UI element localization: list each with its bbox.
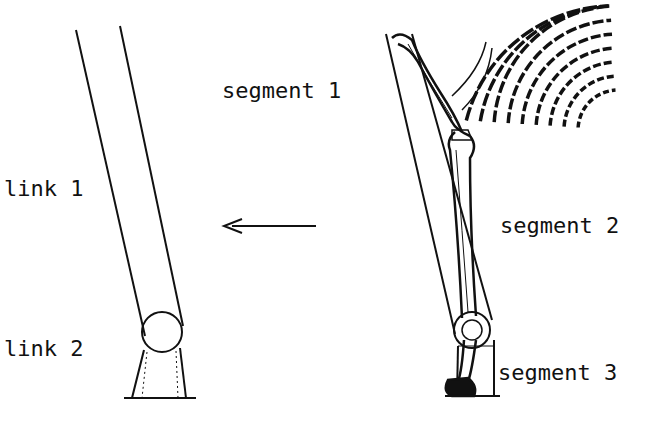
link-outline	[76, 30, 145, 336]
leg-skeleton	[392, 34, 492, 396]
link-outline	[120, 26, 183, 326]
fiber-stroke	[536, 48, 613, 125]
arrow	[232, 225, 316, 227]
link-outline	[386, 34, 455, 334]
joint-circle	[142, 312, 182, 352]
arrowhead	[224, 219, 242, 233]
link-outline	[412, 34, 492, 320]
segment-label: segment 2	[500, 215, 619, 237]
segment-label: segment 1	[222, 80, 341, 102]
ground-line	[124, 397, 196, 399]
link-outline	[132, 350, 144, 398]
muscle-fibers	[466, 6, 615, 128]
link-outline	[180, 348, 186, 398]
fiber-stroke	[550, 62, 614, 126]
link-outline	[493, 340, 495, 396]
fiber-stroke	[494, 6, 610, 122]
segment-label: segment 3	[498, 362, 617, 384]
link-label: link 2	[4, 338, 83, 360]
fiber-stroke	[578, 90, 615, 127]
link-label: link 1	[4, 178, 83, 200]
joint-circle	[454, 312, 490, 348]
fiber-stroke	[466, 6, 608, 121]
fiber-stroke	[522, 34, 612, 124]
fiber-stroke	[564, 76, 615, 127]
